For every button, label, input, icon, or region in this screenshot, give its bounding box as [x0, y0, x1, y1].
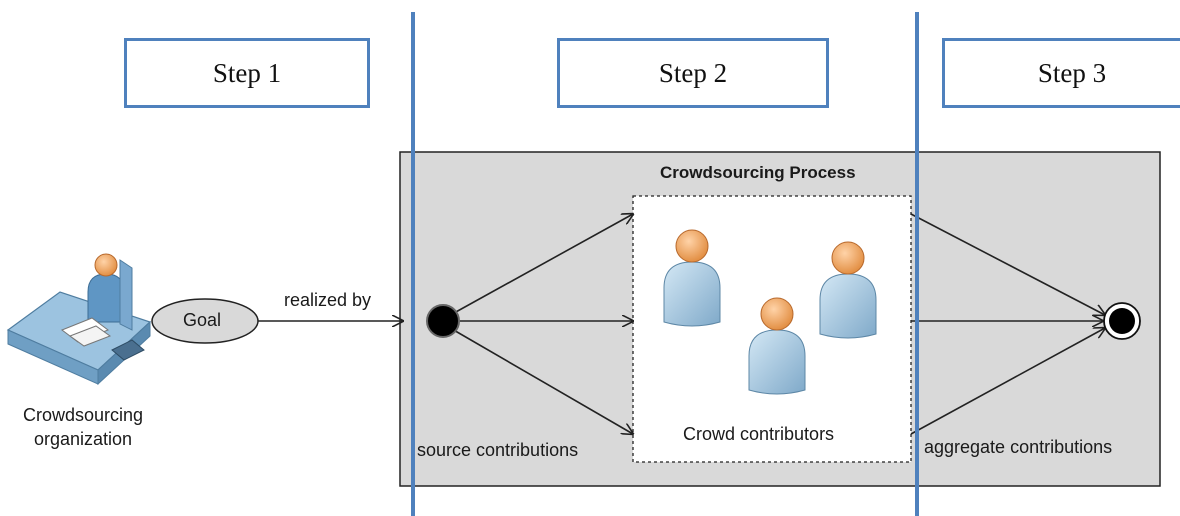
source-contributions-label: source contributions: [417, 440, 579, 460]
step-1-label: Step 1: [212, 57, 282, 88]
step-2-box: Step 2: [557, 38, 829, 108]
organization-label-line2: organization: [33, 429, 133, 449]
goal-label: Goal: [183, 310, 222, 330]
person-icon: [663, 229, 721, 327]
aggregate-contributions-label: aggregate contributions: [924, 437, 1113, 457]
organization-label: Crowdsourcing organization: [8, 403, 158, 451]
arrow-crowd-top-to-end: [910, 213, 1105, 315]
end-node: [1103, 302, 1141, 340]
step-3-box: Step 3: [942, 38, 1180, 108]
person-icon: [819, 241, 877, 339]
crowd-contributors-label: Crowd contributors: [683, 424, 835, 444]
step-2-label: Step 2: [658, 57, 728, 88]
arrow-start-to-crowd-bottom: [444, 324, 633, 434]
arrow-crowd-bottom-to-end: [910, 328, 1105, 435]
process-title: Crowdsourcing Process: [660, 163, 856, 182]
organization-icon: [6, 253, 152, 386]
step-3-label: Step 3: [1037, 57, 1107, 88]
start-node: [426, 304, 460, 338]
step-1-box: Step 1: [124, 38, 370, 108]
realized-by-label: realized by: [284, 290, 372, 310]
arrow-start-to-crowd-top: [444, 214, 633, 319]
person-icon: [748, 297, 806, 395]
organization-label-line1: Crowdsourcing: [22, 405, 144, 425]
